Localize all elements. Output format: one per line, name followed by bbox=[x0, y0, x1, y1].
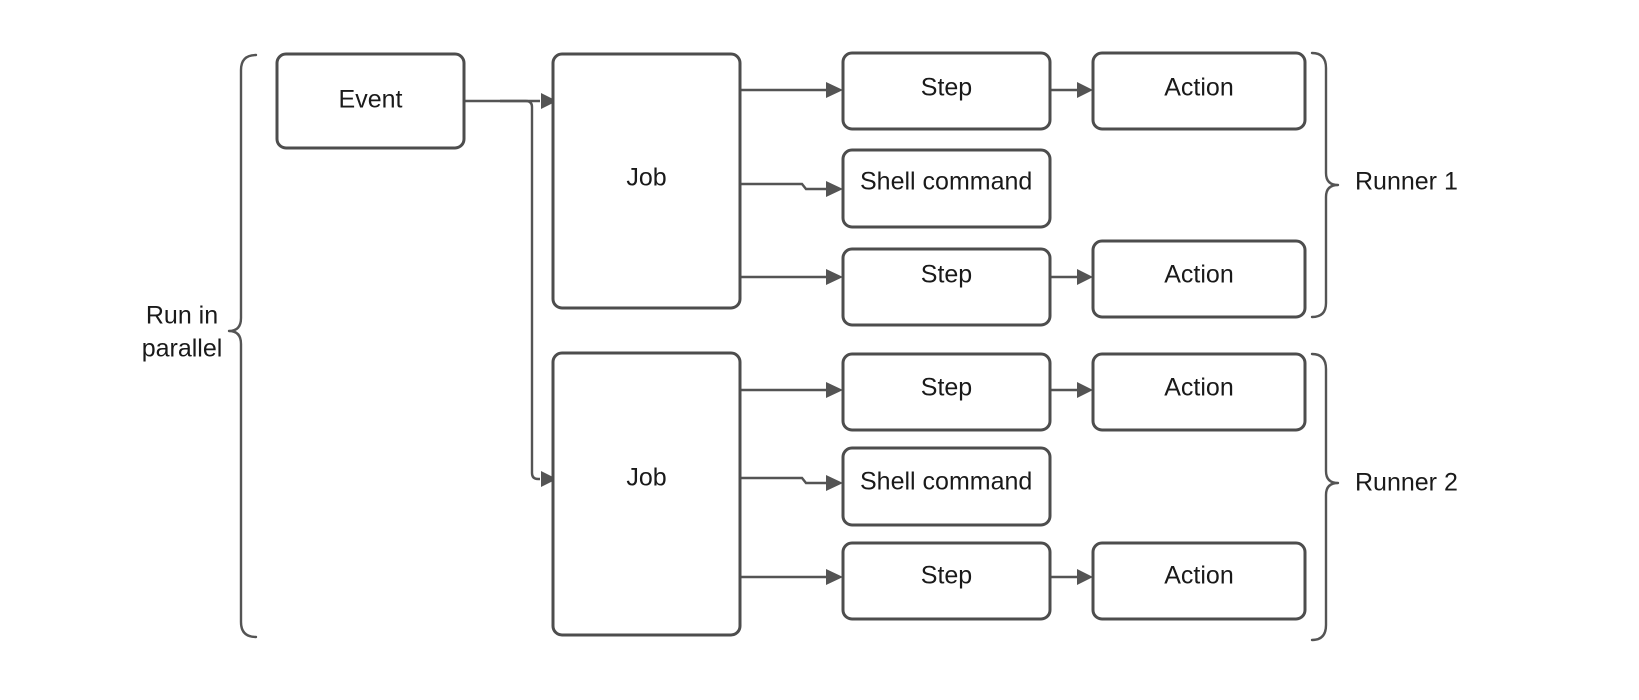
node-shell-command-r1-box[interactable] bbox=[841, 148, 1052, 229]
node-step-r1-1-box[interactable] bbox=[841, 51, 1052, 131]
node-action-r1-1-box[interactable] bbox=[1091, 51, 1307, 131]
left-brace-label-line2: parallel bbox=[142, 335, 223, 363]
group-labels-layer: Run in parallel Runner 1 Runner 2 bbox=[142, 168, 1458, 497]
arrowhead-step-to-action-r1-3 bbox=[1077, 269, 1093, 285]
arrowhead-job2-row1 bbox=[826, 382, 843, 398]
node-event-label: Event bbox=[339, 86, 403, 114]
arrowhead-step-to-action-r2-3 bbox=[1077, 569, 1093, 585]
braces-layer bbox=[227, 51, 1340, 642]
node-job-1[interactable]: Job bbox=[551, 52, 742, 310]
node-step-r1-1[interactable]: Step bbox=[841, 51, 1052, 131]
node-step-r2-1-box[interactable] bbox=[841, 352, 1052, 432]
node-action-r2-3-label: Action bbox=[1164, 562, 1233, 590]
node-step-r2-3[interactable]: Step bbox=[841, 541, 1052, 621]
arrowhead-event-to-job2 bbox=[541, 471, 557, 487]
right-brace-runner-2 bbox=[1310, 352, 1340, 642]
node-action-r2-1-label: Action bbox=[1164, 374, 1233, 402]
node-action-r1-3[interactable]: Action bbox=[1091, 239, 1307, 319]
node-step-r1-3[interactable]: Step bbox=[841, 247, 1052, 327]
node-job-1-box[interactable] bbox=[551, 52, 742, 310]
node-step-r2-3-label: Step bbox=[921, 562, 972, 590]
arrowhead-job1-row1 bbox=[826, 82, 843, 98]
left-brace-run-in-parallel bbox=[227, 53, 258, 639]
node-step-r1-3-box[interactable] bbox=[841, 247, 1052, 327]
node-action-r1-3-label: Action bbox=[1164, 261, 1233, 289]
node-shell-command-r2-box[interactable] bbox=[841, 446, 1052, 527]
node-job-2-label: Job bbox=[626, 464, 666, 492]
arrowhead-job1-row2 bbox=[826, 181, 843, 197]
node-job-1-label: Job bbox=[626, 164, 666, 192]
node-event[interactable]: Event bbox=[275, 52, 466, 150]
right-brace-2-label: Runner 2 bbox=[1355, 469, 1458, 497]
node-shell-command-r1-label: Shell command bbox=[860, 168, 1032, 196]
edge-job1-row2 bbox=[740, 182, 826, 191]
arrowhead-job2-row2 bbox=[826, 475, 843, 491]
node-action-r2-1[interactable]: Action bbox=[1091, 352, 1307, 432]
node-shell-command-r1[interactable]: Shell command bbox=[841, 148, 1052, 229]
right-brace-runner-1 bbox=[1310, 51, 1340, 319]
arrowhead-job2-row3 bbox=[826, 569, 843, 585]
arrowhead-job1-row3 bbox=[826, 269, 843, 285]
node-event-box[interactable] bbox=[275, 52, 466, 150]
node-step-r2-1[interactable]: Step bbox=[841, 352, 1052, 432]
node-action-r2-1-box[interactable] bbox=[1091, 352, 1307, 432]
edges-layer bbox=[464, 82, 1093, 585]
right-brace-1-label: Runner 1 bbox=[1355, 168, 1458, 196]
left-brace-label-line1: Run in bbox=[146, 302, 218, 330]
node-action-r1-1-label: Action bbox=[1164, 74, 1233, 102]
node-shell-command-r2-label: Shell command bbox=[860, 468, 1032, 496]
node-step-r2-3-box[interactable] bbox=[841, 541, 1052, 621]
node-job-2[interactable]: Job bbox=[551, 351, 742, 637]
node-job-2-box[interactable] bbox=[551, 351, 742, 637]
edge-job2-row2 bbox=[740, 476, 826, 485]
node-step-r2-1-label: Step bbox=[921, 374, 972, 402]
node-action-r2-3-box[interactable] bbox=[1091, 541, 1307, 621]
node-action-r1-1[interactable]: Action bbox=[1091, 51, 1307, 131]
nodes-layer: Event Job Job Step Action bbox=[275, 51, 1307, 637]
arrowhead-event-to-job1 bbox=[541, 93, 557, 109]
node-action-r1-3-box[interactable] bbox=[1091, 239, 1307, 319]
node-action-r2-3[interactable]: Action bbox=[1091, 541, 1307, 621]
edge-event-to-job2 bbox=[500, 99, 540, 481]
node-step-r1-1-label: Step bbox=[921, 74, 972, 102]
arrowhead-step-to-action-r2-1 bbox=[1077, 382, 1093, 398]
node-shell-command-r2[interactable]: Shell command bbox=[841, 446, 1052, 527]
arrowhead-step-to-action-r1-1 bbox=[1077, 82, 1093, 98]
node-step-r1-3-label: Step bbox=[921, 261, 972, 289]
